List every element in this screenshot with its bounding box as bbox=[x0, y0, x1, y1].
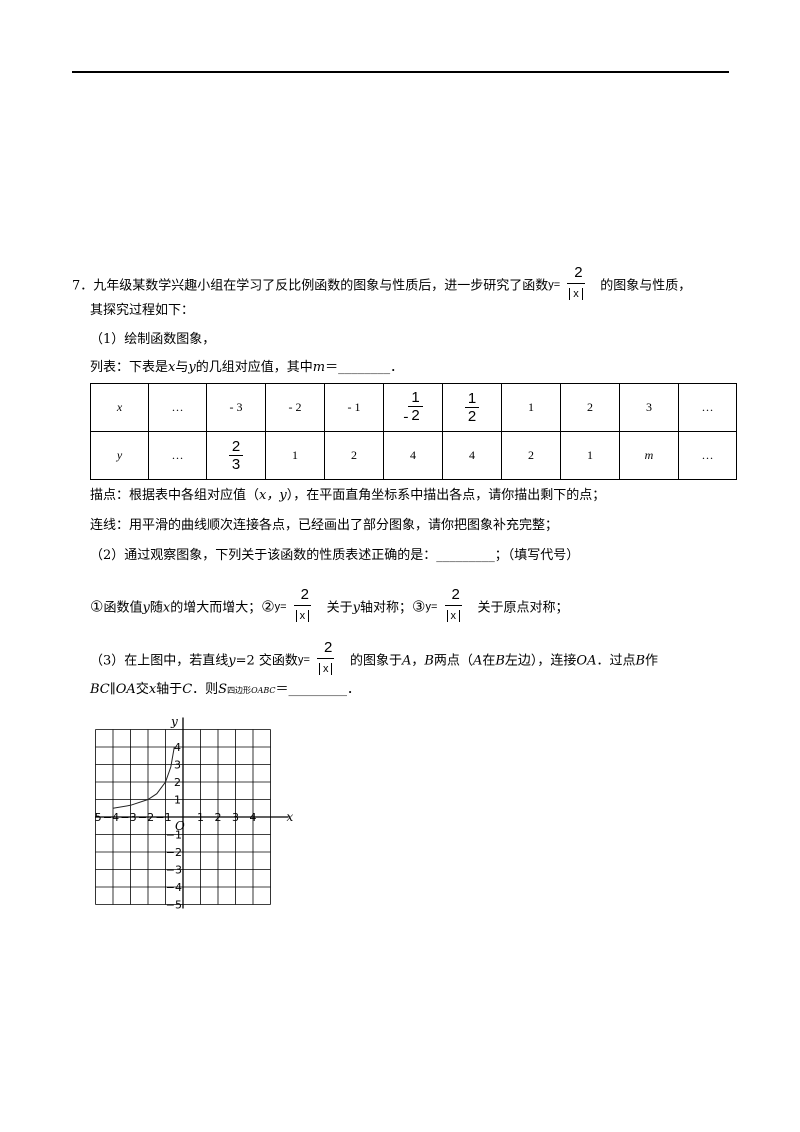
table-cell: 3 bbox=[619, 383, 679, 432]
y-tick-label: 3 bbox=[174, 759, 181, 772]
part1-list: 列表：下表是x与y的几组对应值，其中m＝________． bbox=[90, 360, 404, 375]
x-tick-label: −3 bbox=[120, 811, 136, 824]
y-tick-label: 4 bbox=[174, 741, 181, 754]
table-cell: … bbox=[148, 383, 207, 432]
table-cell: 1 bbox=[560, 431, 620, 480]
y-tick-label: −2 bbox=[166, 846, 182, 859]
part1-heading: （1）绘制函数图象， bbox=[90, 332, 216, 347]
function-curve bbox=[112, 746, 175, 809]
y-tick-label: 2 bbox=[174, 776, 181, 789]
y-tick-label: −5 bbox=[166, 899, 182, 912]
y-tick-label: −4 bbox=[166, 881, 182, 894]
table-cell: - 2 bbox=[265, 383, 325, 432]
table-cell: 2 bbox=[560, 383, 620, 432]
x-tick-label: −4 bbox=[103, 811, 119, 824]
part3-line2: BC∥OA交x轴于C．则S四边形OABC＝_________． bbox=[90, 682, 361, 697]
x-tick-label: 4 bbox=[250, 811, 257, 824]
table-cell: - 1 bbox=[324, 383, 384, 432]
table-cell: 1 bbox=[265, 431, 325, 480]
x-axis-label: x bbox=[287, 810, 294, 824]
question-number: 7． bbox=[72, 278, 94, 294]
table-cell: … bbox=[678, 431, 737, 480]
x-tick-label: 3 bbox=[232, 811, 239, 824]
intro-text: 九年级某数学兴趣小组在学习了反比例函数的图象与性质后，进一步研究了函数 bbox=[93, 278, 549, 294]
intro-process: 其探究过程如下： bbox=[90, 303, 195, 318]
table-cell: 2 bbox=[324, 431, 384, 480]
intro-text-end: 的图象与性质， bbox=[600, 278, 692, 294]
table-cell: m bbox=[619, 431, 679, 480]
connect-line: 连线：用平滑的曲线顺次连接各点，已经画出了部分图象，请你把图象补充完整； bbox=[90, 518, 559, 533]
y-axis-label: y bbox=[170, 715, 178, 729]
y-tick-label: −1 bbox=[166, 829, 182, 842]
table-cell: x bbox=[90, 383, 149, 432]
describe-points: 描点：根据表中各组对应值（x，y），在平面直角坐标系中描出各点，请你描出剩下的点… bbox=[90, 488, 606, 503]
axes bbox=[95, 717, 289, 909]
origin-label: O bbox=[175, 819, 185, 833]
table-cell: 2 bbox=[501, 431, 561, 480]
y-tick-label: −3 bbox=[166, 864, 182, 877]
table-cell: - 3 bbox=[206, 383, 266, 432]
y-tick-label: 1 bbox=[174, 794, 181, 807]
header-rule bbox=[72, 71, 729, 73]
part2-heading: （2）通过观察图象，下列关于该函数的性质表述正确的是：_________；（填写… bbox=[90, 548, 580, 563]
x-tick-label: −1 bbox=[155, 811, 171, 824]
x-tick-label: 2 bbox=[215, 811, 222, 824]
x-tick-label: −5 bbox=[95, 811, 102, 824]
table-cell: 4 bbox=[383, 431, 443, 480]
table-cell: … bbox=[148, 431, 207, 480]
x-tick-label: 1 bbox=[197, 811, 204, 824]
table-cell: 1 bbox=[501, 383, 561, 432]
table-cell: 4 bbox=[442, 431, 502, 480]
table-cell: … bbox=[678, 383, 737, 432]
table-cell: y bbox=[90, 431, 149, 480]
x-tick-label: −2 bbox=[138, 811, 154, 824]
